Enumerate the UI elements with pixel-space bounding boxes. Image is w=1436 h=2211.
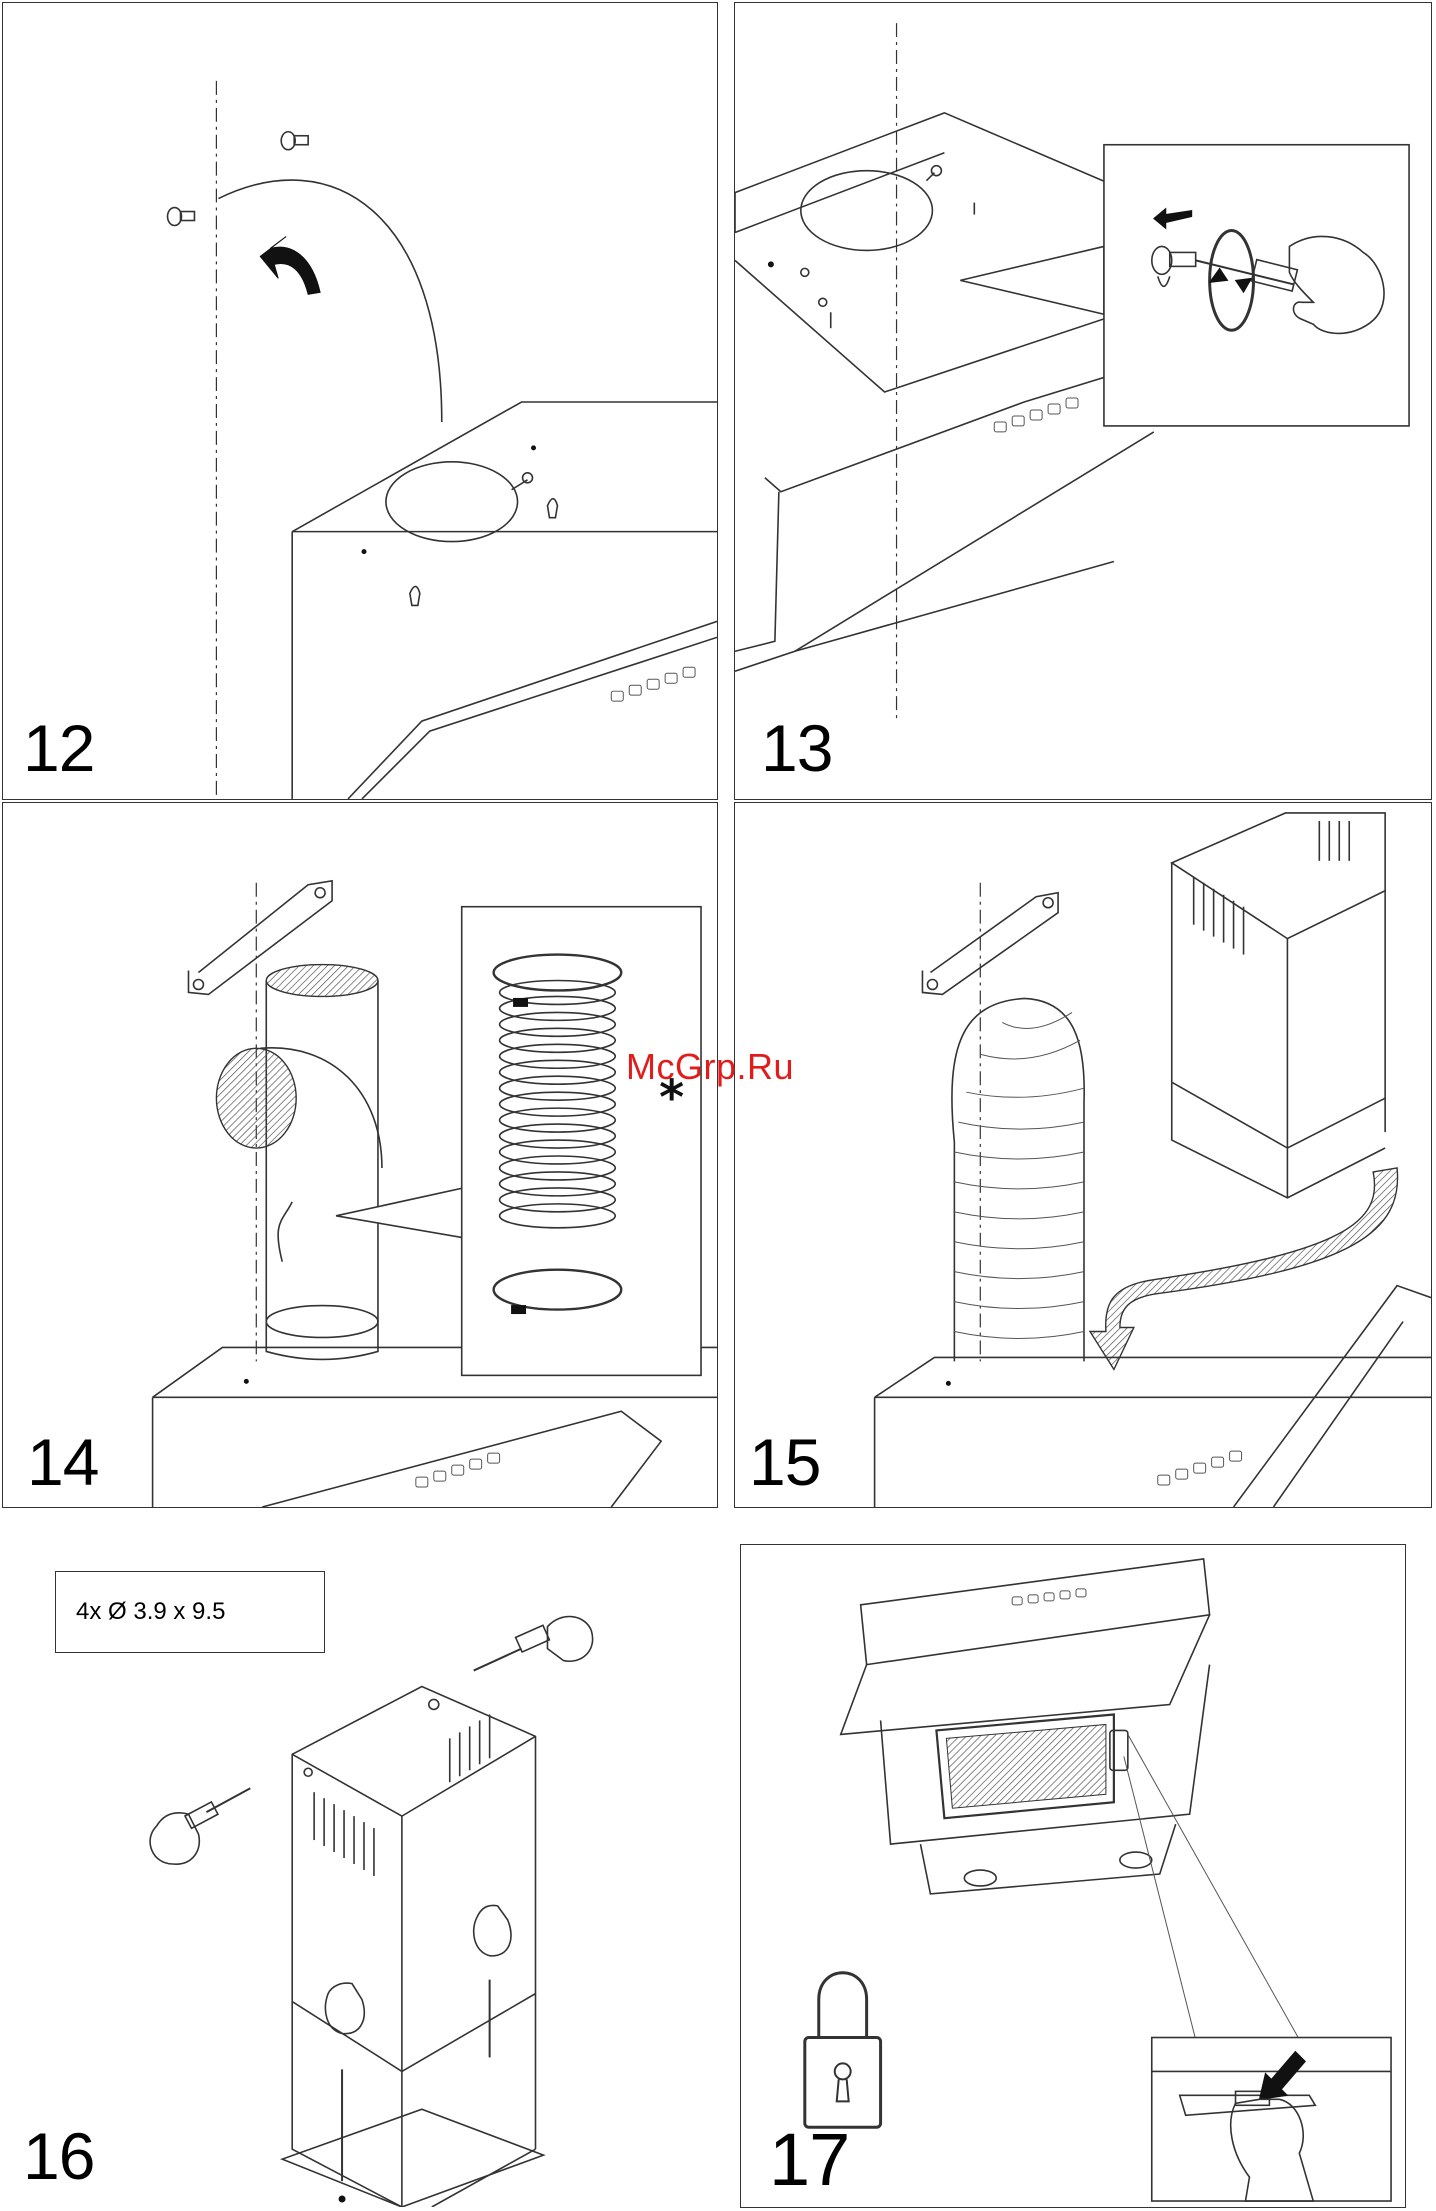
step-panel-12: 12	[2, 2, 718, 800]
step-12-illustration	[3, 3, 717, 799]
step-number: 13	[761, 715, 832, 781]
step-13-illustration	[735, 3, 1431, 799]
curved-arrow-icon	[260, 236, 320, 294]
screw-icon	[168, 132, 309, 226]
step-panel-16: 4x Ø 3.9 x 9.5	[2, 1510, 718, 2208]
step-16-illustration	[3, 1511, 717, 2207]
hand-icon	[150, 1617, 593, 2034]
step-15-illustration	[735, 803, 1431, 1507]
step-panel-13: 13	[734, 2, 1432, 800]
step-number: 12	[23, 715, 94, 781]
step-number: 15	[749, 1429, 820, 1495]
padlock-icon	[805, 1973, 881, 2128]
step-panel-17: 17	[740, 1544, 1406, 2208]
step-number: 14	[27, 1429, 98, 1495]
curved-arrow-icon	[1090, 1168, 1398, 1369]
step-17-illustration	[741, 1545, 1405, 2207]
step-number: 17	[769, 2123, 849, 2197]
step-number: 16	[23, 2123, 94, 2189]
step-14-illustration: *	[3, 803, 717, 1507]
step-panel-14: * 14	[2, 802, 718, 1508]
screwdriver-icon	[185, 1625, 549, 2181]
step-panel-15: 15	[734, 802, 1432, 1508]
vent-slots	[1194, 821, 1350, 955]
watermark-text: McGrp.Ru	[626, 1046, 794, 1088]
